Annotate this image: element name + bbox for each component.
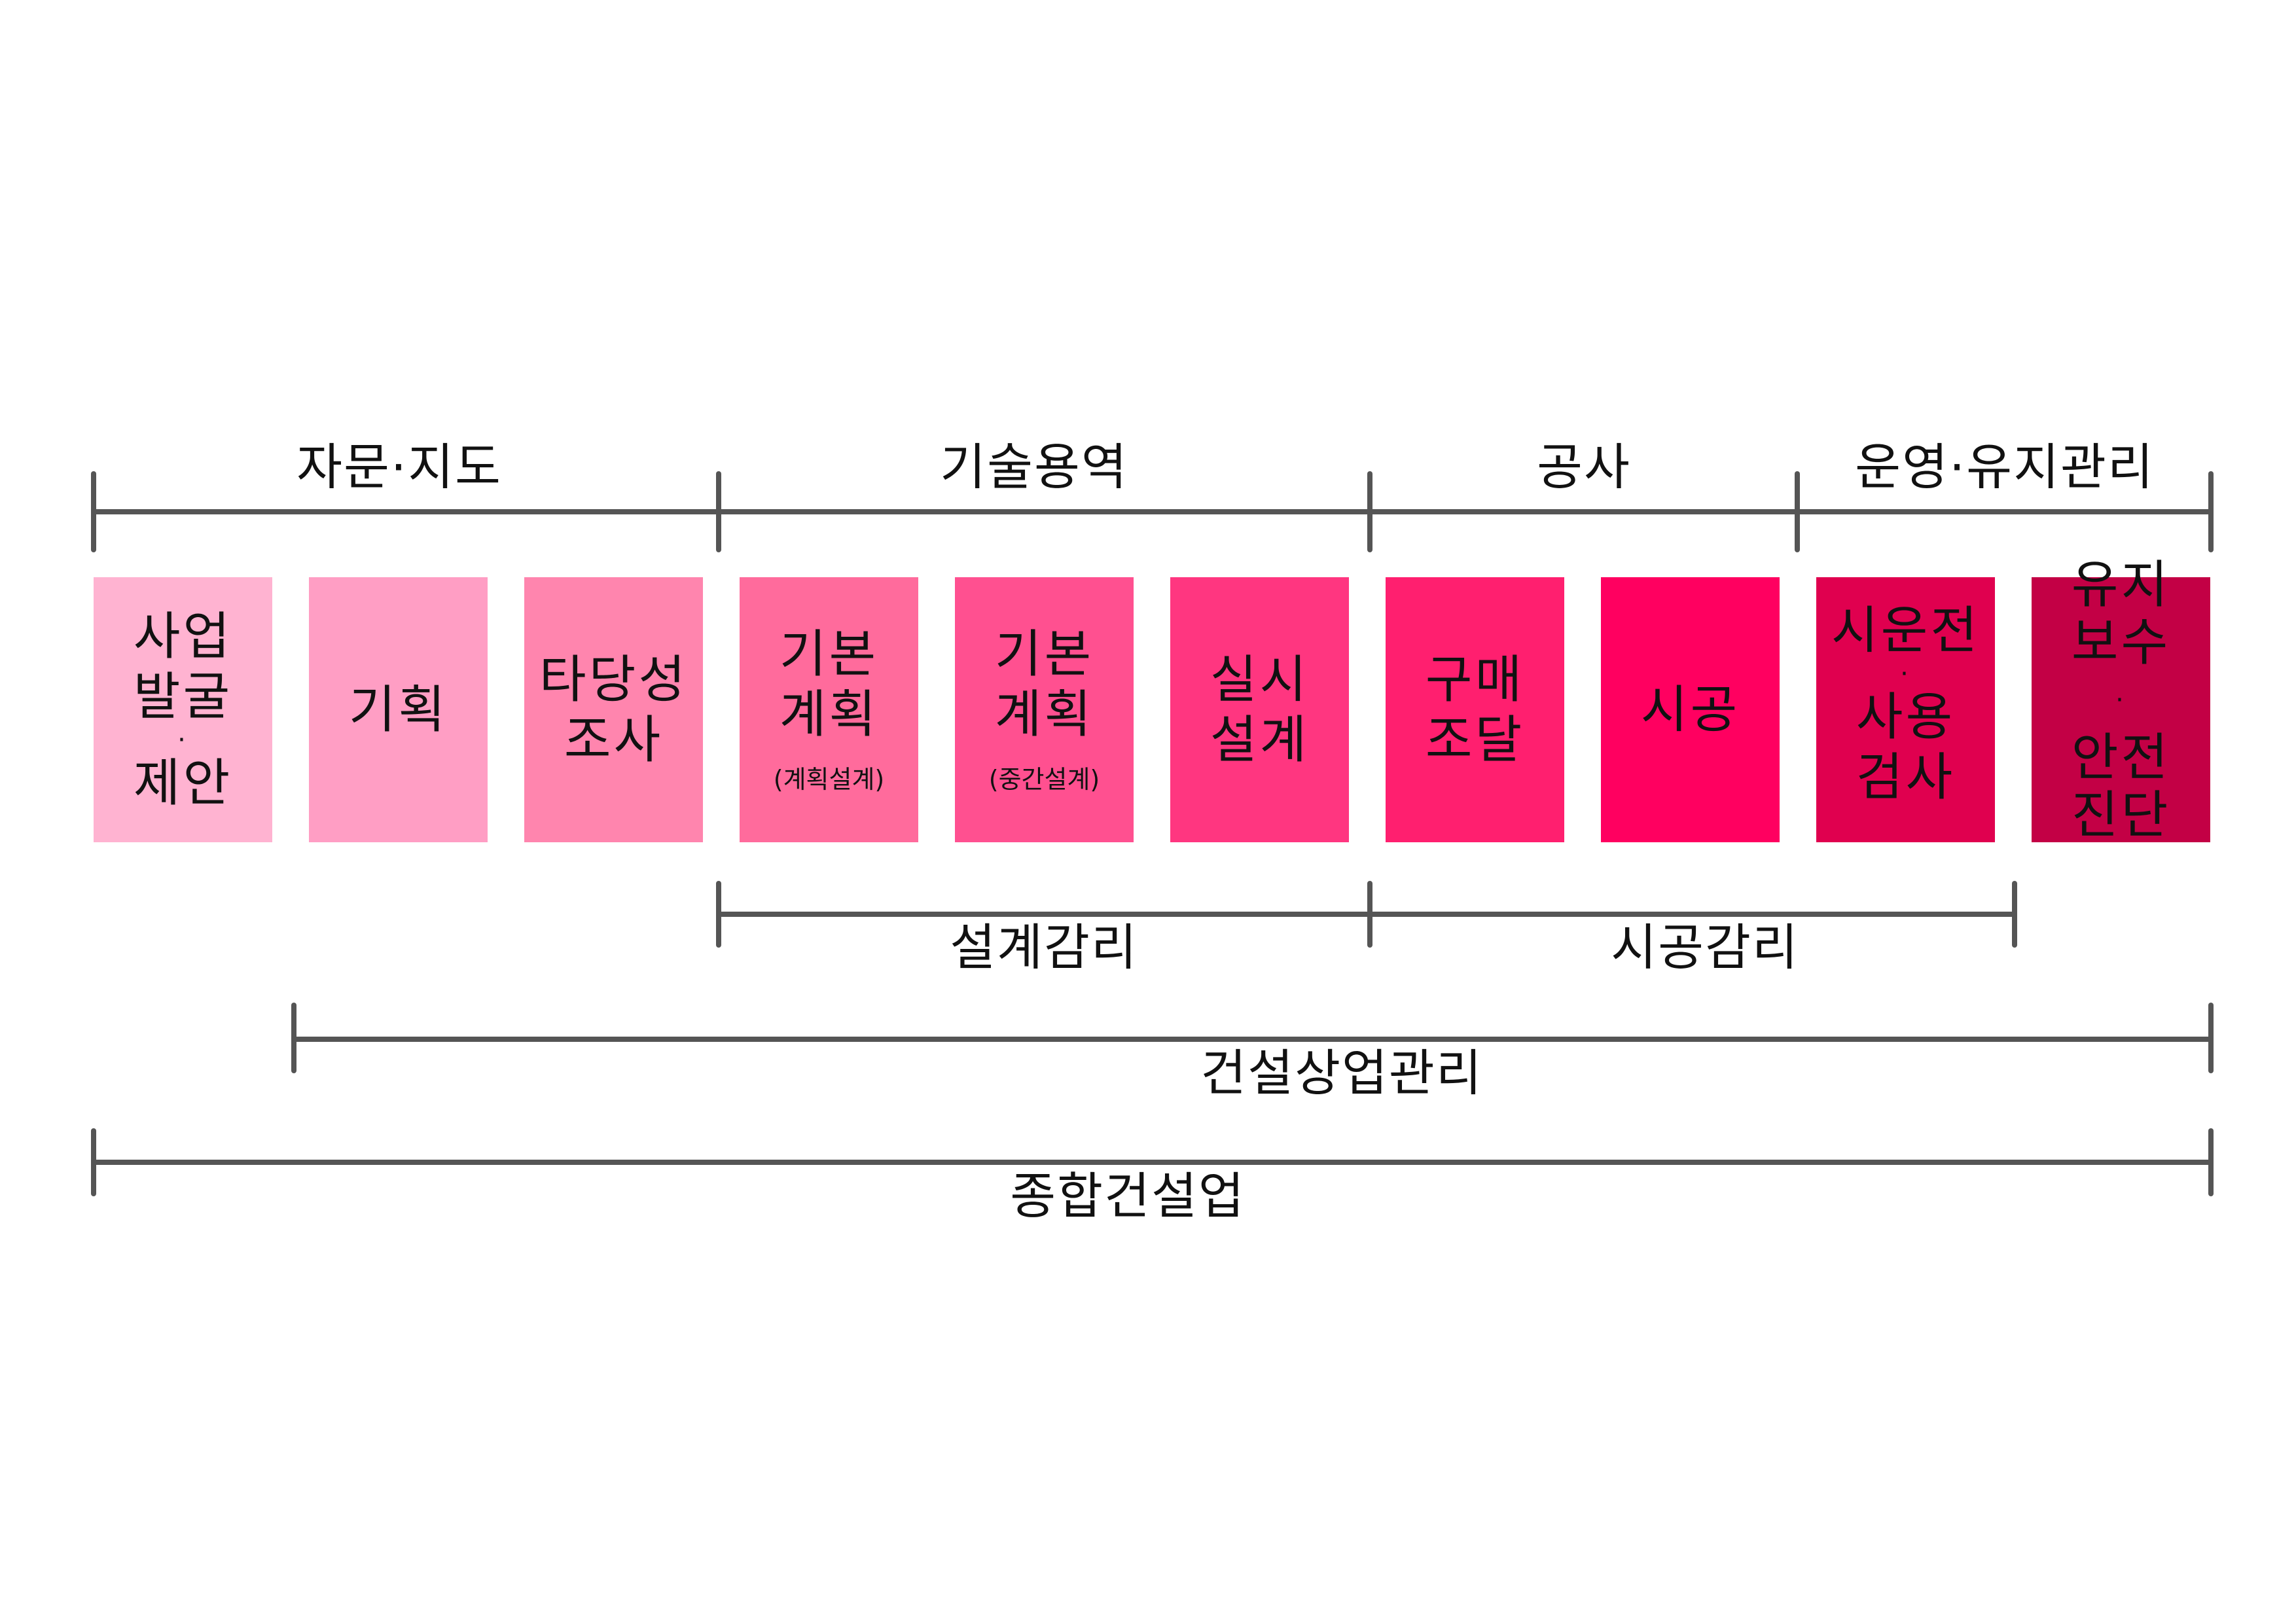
bracket-label-construction-supervision: 시공감리 bbox=[1611, 918, 1799, 976]
stage-text: 실시 bbox=[1210, 650, 1310, 709]
stage-text: 조달 bbox=[1425, 710, 1525, 770]
stage-text: 제안 bbox=[133, 753, 233, 813]
stage-text: 유지 bbox=[2071, 556, 2171, 615]
stage-subtext: (계획설계) bbox=[773, 764, 885, 794]
stage-separator-dot: · bbox=[177, 724, 188, 755]
stage-text: 진단 bbox=[2071, 786, 2171, 845]
stage-text: 발굴 bbox=[133, 667, 233, 726]
stage-text: 계획 bbox=[779, 685, 879, 744]
bracket-label-design-supervision: 설계감리 bbox=[950, 918, 1138, 976]
bracket-label-general-construction: 종합건설업 bbox=[1010, 1167, 1246, 1225]
stage-box-feasibility: 타당성 조사 bbox=[524, 577, 703, 842]
stage-box-commissioning: 시운전 · 사용 검사 bbox=[1816, 577, 1995, 842]
stage-text: 검사 bbox=[1856, 748, 1956, 807]
stage-text: 기본 bbox=[779, 624, 879, 684]
stage-text: 조사 bbox=[564, 710, 664, 770]
stage-box-maintenance: 유지 보수 · 안전 진단 bbox=[2032, 556, 2210, 845]
group-label-construction: 공사 bbox=[1537, 438, 1631, 496]
stage-text: 설계 bbox=[1210, 710, 1310, 770]
group-label-consulting: 자문·지도 bbox=[296, 438, 502, 496]
stage-text: 안전 bbox=[2071, 728, 2171, 787]
stage-text: 타당성 bbox=[539, 650, 689, 709]
stage-text: 보수 bbox=[2071, 613, 2171, 672]
stage-text: 시운전 bbox=[1831, 601, 1981, 660]
stage-separator-dot: · bbox=[2115, 685, 2126, 715]
bracket-label-construction-management: 건설상업관리 bbox=[1200, 1044, 1483, 1102]
stage-box-procurement: 구매 조달 bbox=[1386, 577, 1564, 842]
stage-box-business-discovery: 사업 발굴 · 제안 bbox=[94, 577, 272, 842]
stage-text: 구매 bbox=[1425, 650, 1525, 709]
stage-box-detailed-design: 실시 설계 bbox=[1170, 577, 1349, 842]
stage-text: 기본 bbox=[994, 624, 1094, 684]
stage-subtext: (중간설계) bbox=[988, 764, 1100, 794]
stage-box-planning: 기획 bbox=[309, 577, 488, 842]
group-label-engineering: 기술용역 bbox=[940, 438, 1128, 496]
stage-box-basic-plan-intermediate: 기본 계획 (중간설계) bbox=[955, 577, 1134, 842]
stage-box-construction: 시공 bbox=[1601, 577, 1780, 842]
stage-text: 사용 bbox=[1856, 688, 1956, 747]
stage-text: 계획 bbox=[994, 685, 1094, 744]
stage-box-basic-plan-schematic: 기본 계획 (계획설계) bbox=[740, 577, 918, 842]
stage-text: 기획 bbox=[348, 680, 448, 740]
stage-text: 사업 bbox=[133, 607, 233, 666]
group-label-operation: 운영·유지관리 bbox=[1855, 438, 2155, 496]
stage-text: 시공 bbox=[1640, 680, 1740, 740]
stage-separator-dot: · bbox=[1900, 659, 1911, 689]
